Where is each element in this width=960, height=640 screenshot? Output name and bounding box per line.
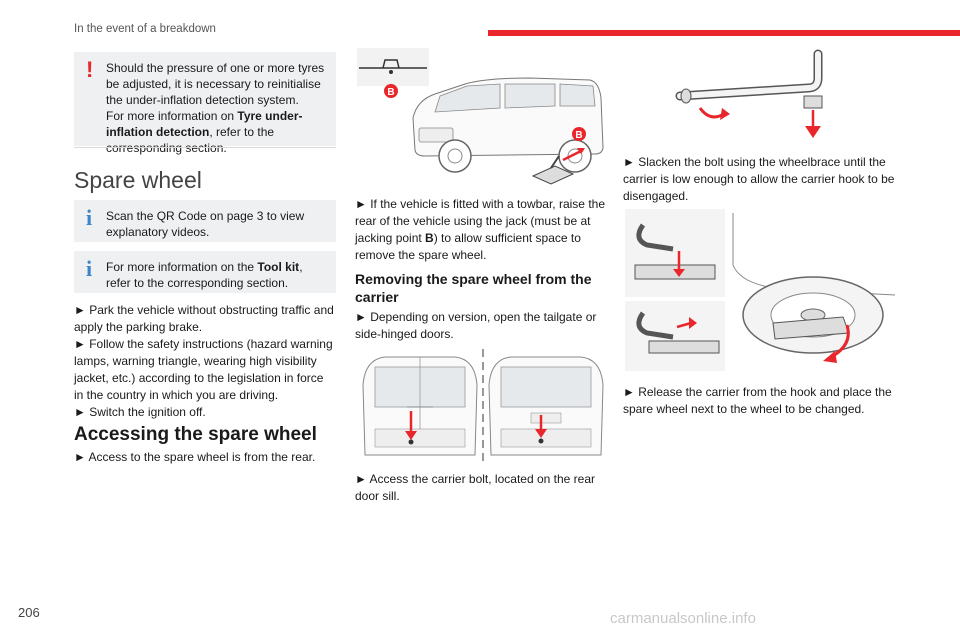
hook-inset-top — [625, 209, 725, 297]
section-divider — [74, 147, 336, 148]
carrier-illustration — [625, 209, 896, 371]
info-icon: i — [86, 205, 93, 230]
info-qr-text: Scan the QR Code on page 3 to view expla… — [106, 209, 305, 239]
svg-text:B: B — [575, 130, 582, 141]
step-slacken: ► Slacken the bolt using the wheelbrace … — [623, 155, 895, 203]
jacking-point-marker — [384, 84, 398, 98]
info-toolkit-prefix: For more information on the — [106, 260, 258, 274]
svg-text:B: B — [387, 87, 394, 98]
rotate-arrow — [698, 107, 725, 119]
van-rear-illustration — [362, 349, 604, 461]
info-toolkit-bold: Tool kit — [257, 260, 300, 274]
van-rear-tailgate — [488, 356, 604, 456]
hook-inset-bottom — [625, 301, 725, 371]
jack — [531, 165, 575, 185]
running-header: In the event of a breakdown — [74, 23, 216, 35]
step-doors: ► Depending on version, open the tailgat… — [355, 310, 597, 341]
bolt-socket — [803, 95, 823, 109]
warning-more-prefix: For more information on — [106, 109, 238, 123]
front-wheel — [438, 139, 472, 173]
exclamation-icon: ! — [86, 57, 94, 82]
step-release: ► Release the carrier from the hook and … — [623, 385, 892, 416]
rear-wheel — [558, 139, 592, 173]
sill-inset — [357, 48, 429, 86]
step-list: ► Park the vehicle without obstructing t… — [74, 302, 336, 421]
van-grille — [418, 127, 454, 143]
hook-arrow — [676, 321, 692, 329]
warning-box: ! Should the pressure of one or more tyr… — [74, 52, 336, 155]
warning-more-suffix: , refer to the corresponding section. — [106, 125, 275, 155]
header-accent-bar — [488, 30, 960, 36]
page-number: 206 — [18, 605, 40, 620]
warning-more-bold: Tyre under-inflation detection — [106, 109, 303, 139]
van-rear-side-doors — [362, 356, 478, 456]
step-safety: ► Follow the safety instructions (hazard… — [74, 337, 333, 402]
towbar-bold: B — [425, 231, 434, 245]
info-box-qr: i Scan the QR Code on page 3 to view exp… — [74, 200, 336, 242]
towbar-prefix: ► If the vehicle is fitted with a towbar… — [355, 197, 605, 245]
info-box-toolkit: i For more information on the Tool kit, … — [74, 251, 336, 293]
wheelbrace-illustration — [675, 49, 823, 138]
section-title: Spare wheel — [74, 167, 202, 193]
hook — [636, 223, 674, 252]
towbar-suffix: ) to allow sufficient space to remove th… — [355, 231, 581, 262]
watermark: carmanualsonline.info — [610, 610, 756, 627]
subheading-removing: Removing the spare wheel from the carrie… — [355, 271, 592, 305]
warning-text: Should the pressure of one or more tyres… — [106, 61, 325, 107]
hook — [636, 311, 674, 340]
info-icon: i — [86, 256, 93, 281]
subheading-accessing: Accessing the spare wheel — [74, 424, 317, 445]
jacking-point-marker — [572, 127, 586, 141]
van-windscreen — [434, 83, 501, 113]
step-park: ► Park the vehicle without obstructing t… — [74, 303, 334, 334]
step-bolt: ► Access the carrier bolt, located on th… — [355, 472, 595, 503]
van-jack-illustration: B B — [357, 48, 604, 185]
step-access: ► Access to the spare wheel is from the … — [74, 450, 316, 464]
step-ignition: ► Switch the ignition off. — [74, 405, 206, 419]
info-toolkit-suffix: , refer to the corresponding section. — [106, 260, 303, 290]
step-towbar: ► If the vehicle is fitted with a towbar… — [355, 196, 607, 264]
